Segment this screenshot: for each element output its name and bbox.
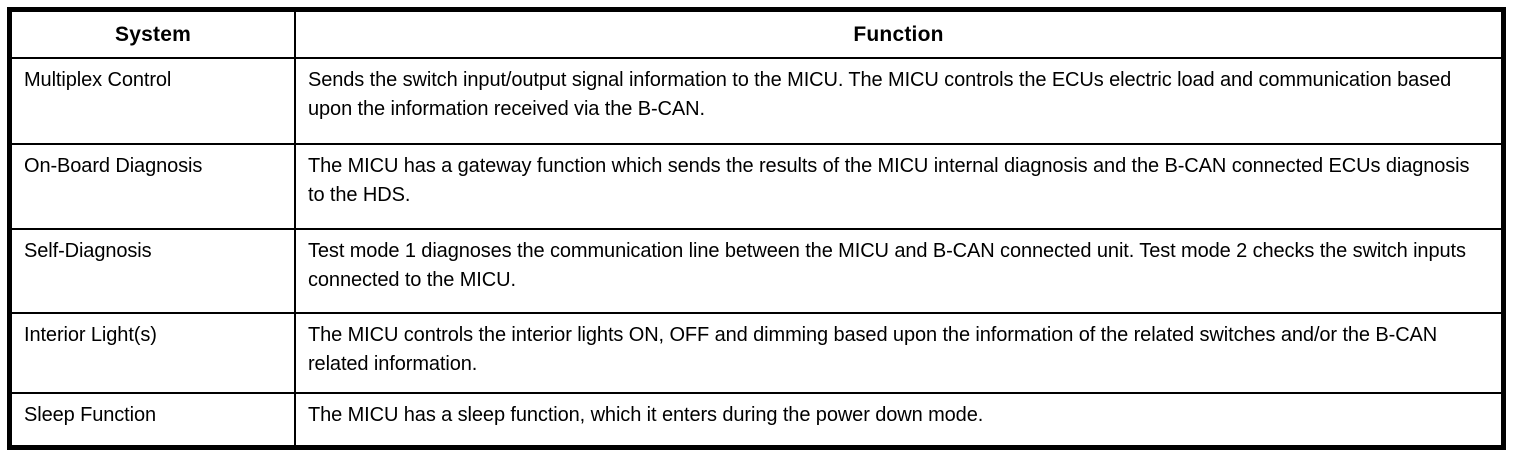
system-cell: Sleep Function [9, 392, 296, 448]
header-cell-system: System [9, 9, 296, 59]
system-cell: On-Board Diagnosis [9, 143, 296, 230]
system-cell: Interior Light(s) [9, 312, 296, 394]
table-row: On-Board Diagnosis The MICU has a gatewa… [9, 143, 1504, 230]
function-cell: Test mode 1 diagnoses the communication … [294, 228, 1504, 314]
table-row: Self-Diagnosis Test mode 1 diagnoses the… [9, 228, 1504, 314]
function-cell: Sends the switch input/output signal inf… [294, 57, 1504, 145]
system-function-table: System Function Multiplex Control Sends … [7, 7, 1506, 450]
header-row: System Function [9, 9, 1504, 59]
system-cell: Multiplex Control [9, 57, 296, 145]
table-row: Interior Light(s) The MICU controls the … [9, 312, 1504, 394]
function-cell: The MICU has a sleep function, which it … [294, 392, 1504, 448]
table-row: Multiplex Control Sends the switch input… [9, 57, 1504, 145]
header-cell-function: Function [294, 9, 1504, 59]
function-cell: The MICU has a gateway function which se… [294, 143, 1504, 230]
system-cell: Self-Diagnosis [9, 228, 296, 314]
table-row: Sleep Function The MICU has a sleep func… [9, 392, 1504, 448]
function-cell: The MICU controls the interior lights ON… [294, 312, 1504, 394]
